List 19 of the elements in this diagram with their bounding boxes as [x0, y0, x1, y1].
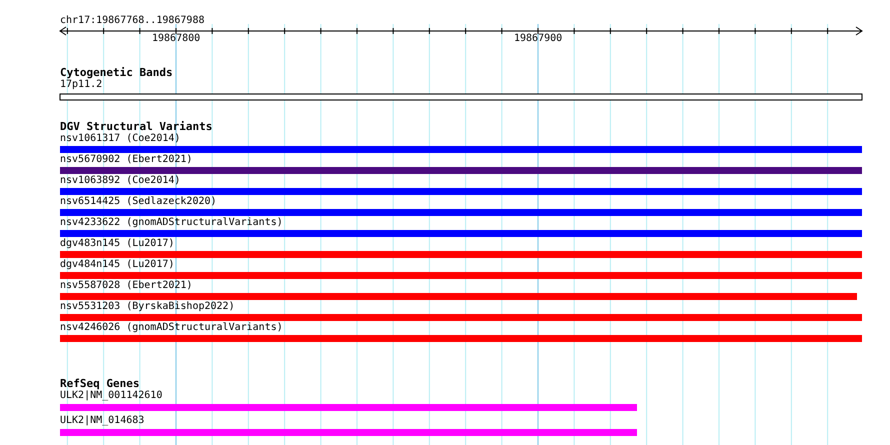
variant-label: dgv484n145 (Lu2017)	[60, 259, 174, 271]
gene-label: ULK2|NM_014683	[60, 415, 144, 427]
variant-label: nsv5531203 (ByrskaBishop2022)	[60, 301, 235, 313]
variant-label: dgv483n145 (Lu2017)	[60, 238, 174, 250]
variant-label: nsv5587028 (Ebert2021)	[60, 280, 192, 292]
variant-label: nsv1063892 (Coe2014)	[60, 175, 180, 187]
track-title: DGV Structural Variants	[60, 121, 212, 133]
variant-label: nsv4233622 (gnomADStructuralVariants)	[60, 217, 283, 229]
tick-label: 19867800	[152, 33, 200, 45]
tick-label: 19867900	[514, 33, 562, 45]
gene-label: ULK2|NM_001142610	[60, 390, 162, 402]
location-label: chr17:19867768..19867988	[60, 15, 204, 27]
variant-label: nsv5670902 (Ebert2021)	[60, 154, 192, 166]
variant-label: nsv4246026 (gnomADStructuralVariants)	[60, 322, 283, 334]
track-title: Cytogenetic Bands	[60, 67, 173, 79]
variant-label: nsv1061317 (Coe2014)	[60, 133, 180, 145]
variant-label: nsv6514425 (Sedlazeck2020)	[60, 196, 217, 208]
band-label: 17p11.2	[60, 79, 102, 91]
track-title: RefSeq Genes	[60, 378, 140, 390]
